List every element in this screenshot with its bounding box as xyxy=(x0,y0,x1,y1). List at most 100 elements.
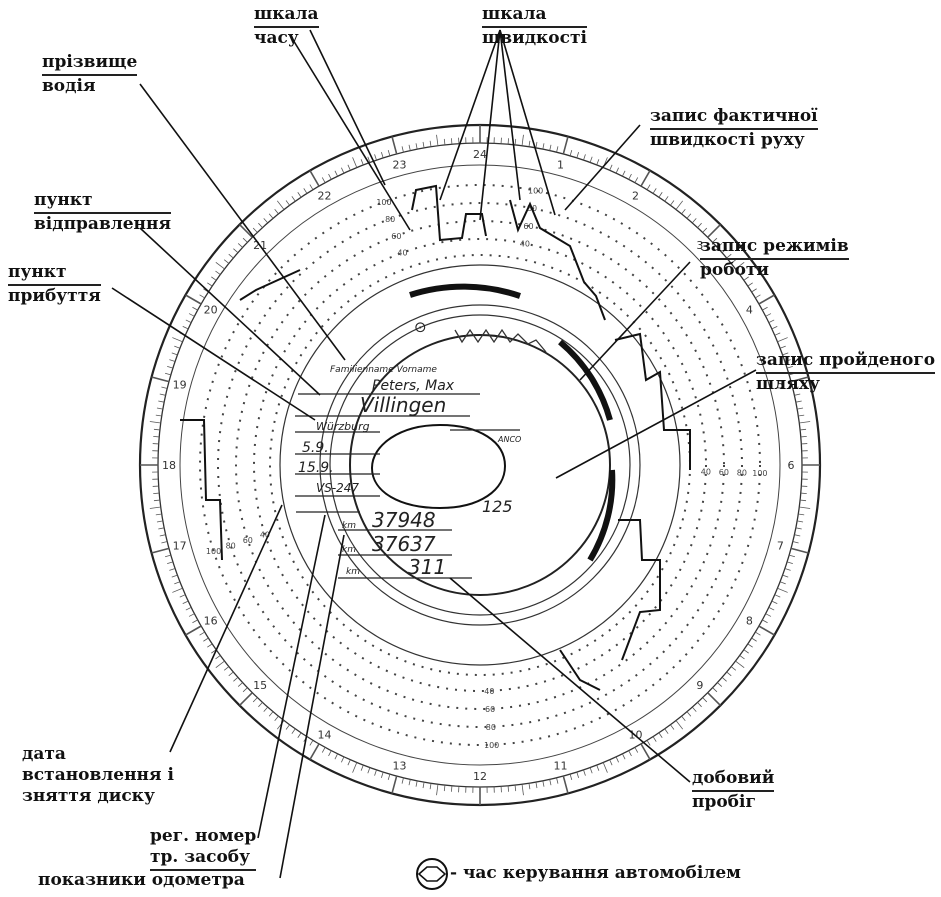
minute-tick xyxy=(629,751,632,756)
disk-date-end: 15.9. xyxy=(298,460,334,476)
minute-tick xyxy=(787,562,793,564)
minute-tick xyxy=(192,307,197,310)
minute-tick xyxy=(186,320,191,323)
minute-tick xyxy=(766,314,771,317)
minute-tick xyxy=(392,776,397,793)
disk-center-symbol: ⊙ xyxy=(414,318,427,336)
minute-tick xyxy=(277,201,284,210)
km-total-value: 311 xyxy=(408,555,446,579)
minute-tick xyxy=(597,159,599,165)
minute-tick xyxy=(676,201,683,210)
minute-tick xyxy=(253,698,257,702)
minute-tick xyxy=(310,171,319,187)
minute-tick xyxy=(153,493,159,494)
minute-tick xyxy=(780,582,786,584)
minute-tick xyxy=(794,535,800,536)
minute-tick xyxy=(703,698,707,702)
minute-tick xyxy=(292,196,295,201)
minute-tick xyxy=(529,783,530,789)
label-distance-line2: шляху xyxy=(756,374,935,395)
minute-tick xyxy=(670,200,674,205)
hour-label: 6 xyxy=(788,459,795,472)
minute-tick xyxy=(798,415,804,416)
minute-tick xyxy=(186,626,202,635)
disk-model-code: ANCO xyxy=(497,435,521,444)
minute-tick xyxy=(777,588,787,592)
label-arrival-line1: пункт xyxy=(8,262,101,286)
hour-label: 9 xyxy=(696,679,703,692)
minute-tick xyxy=(409,145,410,151)
minute-tick xyxy=(348,165,350,170)
minute-tick xyxy=(799,507,810,508)
minute-tick xyxy=(392,137,397,154)
label-actual-speed: запис фактичної швидкості руху xyxy=(650,106,818,151)
minute-tick xyxy=(522,135,523,146)
minute-tick xyxy=(161,387,167,388)
minute-tick xyxy=(682,716,686,721)
minute-tick xyxy=(536,782,537,788)
minute-tick xyxy=(353,157,357,167)
odo-end-value: 37948 xyxy=(372,508,436,532)
minute-tick xyxy=(157,408,163,409)
minute-tick xyxy=(150,507,161,508)
label-time-scale-line2: часу xyxy=(254,28,319,49)
label-departure-line1: пункт xyxy=(34,190,171,214)
minute-tick xyxy=(172,338,182,342)
minute-tick xyxy=(698,223,702,227)
label-odometer: показники одометра xyxy=(38,870,245,891)
minute-tick xyxy=(224,667,229,671)
minute-tick xyxy=(755,295,760,298)
minute-tick xyxy=(154,500,160,501)
minute-tick xyxy=(785,569,791,571)
label-arrival-line2: прибуття xyxy=(8,286,101,307)
hour-label: 22 xyxy=(318,190,332,203)
minute-tick xyxy=(766,614,771,617)
driving-time-icon xyxy=(417,859,447,889)
minute-tick xyxy=(772,601,777,604)
speed-label: 80 xyxy=(486,723,496,732)
minute-tick xyxy=(762,620,767,623)
minute-tick xyxy=(731,667,736,671)
minute-tick xyxy=(215,655,220,659)
minute-tick xyxy=(381,152,383,158)
work-mode-trace xyxy=(410,287,612,560)
speed-label: 100 xyxy=(528,187,543,196)
minute-tick xyxy=(762,307,767,310)
label-disk-date-line2: встановлення і xyxy=(22,765,174,786)
speed-label: 80 xyxy=(737,469,747,478)
odo-end-label: km xyxy=(342,521,356,531)
minute-tick xyxy=(152,377,169,382)
minute-tick xyxy=(659,192,662,197)
minute-tick xyxy=(189,614,194,617)
label-disk-date-line3: зняття диску xyxy=(22,786,174,807)
minute-tick xyxy=(717,683,721,687)
hour-label: 8 xyxy=(746,615,753,628)
minute-tick xyxy=(759,626,775,635)
minute-tick xyxy=(341,168,344,173)
minute-tick xyxy=(167,366,173,368)
label-departure: пункт відправлення xyxy=(34,190,171,235)
minute-tick xyxy=(563,776,568,793)
minute-tick xyxy=(158,401,164,402)
hour-label: 15 xyxy=(253,679,267,692)
minute-tick xyxy=(801,493,807,494)
minute-tick xyxy=(796,401,802,402)
minute-tick xyxy=(800,429,806,430)
minute-tick xyxy=(229,254,234,258)
minute-tick xyxy=(160,535,166,536)
minute-tick xyxy=(207,644,212,647)
minute-tick xyxy=(183,326,188,329)
minute-tick xyxy=(563,137,568,154)
minute-tick xyxy=(174,582,180,584)
speed-label: 40 xyxy=(701,468,711,477)
minute-tick xyxy=(780,346,786,348)
disk-departure-place: Villingen xyxy=(360,393,446,417)
hour-label: 1 xyxy=(557,159,564,172)
minute-tick xyxy=(368,768,370,774)
speed-label: 100 xyxy=(376,198,391,207)
hour-label: 20 xyxy=(204,304,218,317)
minute-tick xyxy=(409,779,410,785)
minute-tick xyxy=(635,747,638,752)
label-departure-line2: відправлення xyxy=(34,214,171,235)
minute-tick xyxy=(186,295,202,304)
